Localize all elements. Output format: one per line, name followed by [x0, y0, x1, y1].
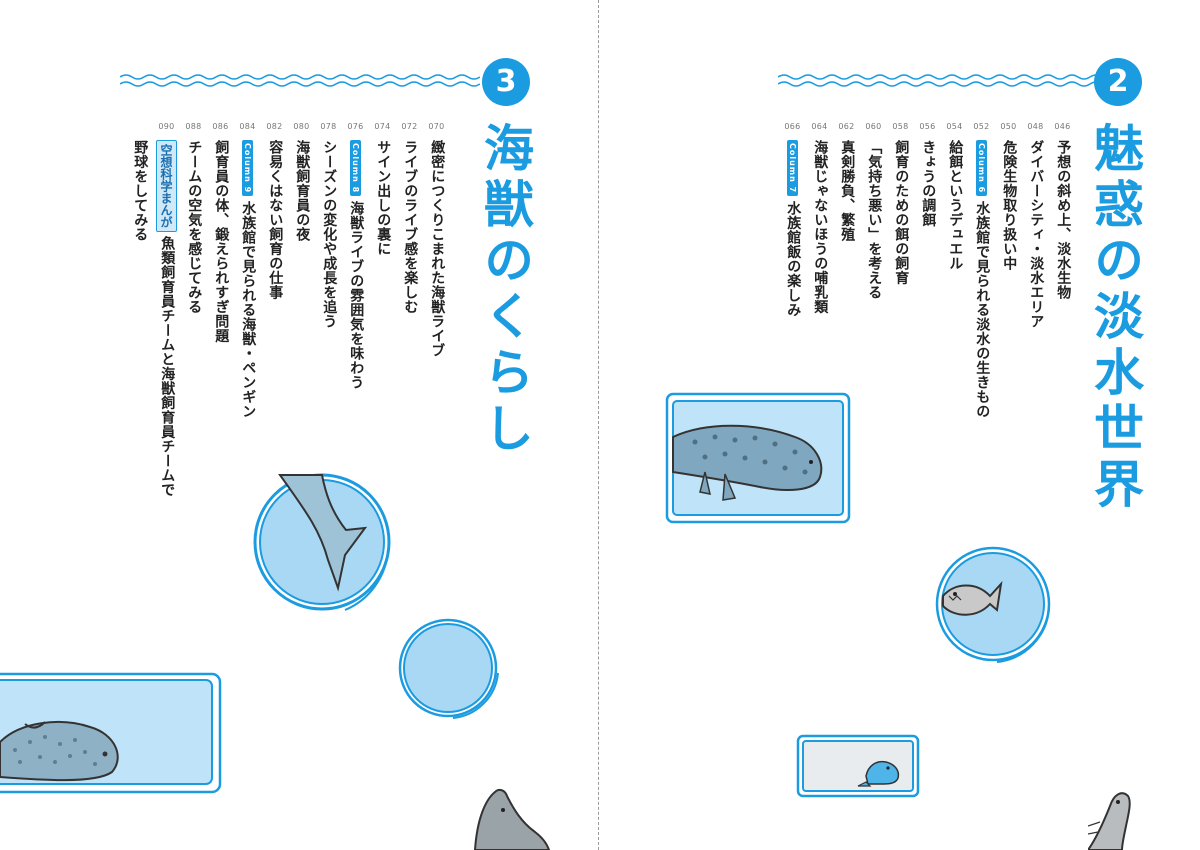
toc-page-number: 076: [347, 122, 364, 131]
toc-entry: 074 サイン出しの裏に: [369, 122, 396, 497]
toc-entry-title: 海獣ライブの雰囲気を味わう: [348, 201, 365, 390]
toc-entry-title: 海獣じゃないほうの哺乳類: [812, 140, 829, 314]
toc-entry-title: 飼育員の体、鍛えられすぎ問題: [213, 140, 230, 343]
empty-bubble-illustration: [398, 618, 504, 728]
toc-page-number: 066: [784, 122, 801, 131]
chapter-title: 海獣のくらし: [476, 122, 534, 458]
toc-entry: 072 ライブのライブ感を楽しむ: [396, 122, 423, 497]
toc-entry: 野球をしてみる: [126, 122, 153, 497]
toc-page-number: 056: [919, 122, 936, 131]
toc-entry: 056 きょうの調餌: [914, 122, 941, 419]
toc-entry-title: 真剣勝負、繁殖: [839, 140, 856, 242]
toc-entry-title: シーズンの変化や成長を追う: [321, 140, 338, 329]
column-tag: Column 6: [976, 140, 987, 197]
toc-entry: 050 危険生物取り扱い中: [995, 122, 1022, 419]
toc-entry-title: 「気持ち悪い」を考える: [866, 140, 883, 300]
toc-entry-title: サイン出しの裏に: [375, 140, 392, 256]
toc-page-number: 054: [946, 122, 963, 131]
table-of-contents: 046 予想の斜め上、淡水生物 048 ダイバーシティ・淡水エリア 050 危険生物取り扱…: [779, 122, 1076, 419]
toc-page-number: 062: [838, 122, 855, 131]
seal-in-tank-illustration: [0, 672, 230, 802]
toc-page-number: 060: [865, 122, 882, 131]
column-tag: Column 8: [350, 140, 361, 197]
toc-entry-title: きょうの調餌: [920, 140, 937, 227]
eel-illustration: [1086, 786, 1198, 850]
column-tag: Column 9: [242, 140, 253, 197]
toc-entry: 070 緻密につくりこまれた海獣ライブ: [423, 122, 450, 497]
toc-entry-title: 給餌というデュエル: [947, 140, 964, 271]
toc-entry: 090 空想科学まんが魚類飼育員チームと海獣飼育員チームで: [153, 122, 180, 497]
toc-page-number: 080: [293, 122, 310, 131]
toc-page-number: 050: [1000, 122, 1017, 131]
salamander-tank-illustration: [665, 392, 851, 528]
dolphin-head-illustration: [465, 780, 565, 850]
toc-entry: 046 予想の斜め上、淡水生物: [1049, 122, 1076, 419]
toc-entry-title: 飼育のための餌の飼育: [893, 140, 910, 285]
toc-entry: 062 真剣勝負、繁殖: [833, 122, 860, 419]
toc-entry-title: 野球をしてみる: [132, 140, 149, 242]
fish-bubble-illustration: [935, 546, 1057, 672]
toc-page-number: 048: [1027, 122, 1044, 131]
toc-page-number: 064: [811, 122, 828, 131]
toc-entry-title: 予想の斜め上、淡水生物: [1055, 140, 1072, 300]
wave-rule: [120, 72, 480, 90]
toc-page-number: 078: [320, 122, 337, 131]
toc-page-number: 058: [892, 122, 909, 131]
toc-entry-title: ダイバーシティ・淡水エリア: [1028, 140, 1045, 329]
toc-page-number: 052: [973, 122, 990, 131]
frog-tank-illustration: [796, 734, 920, 802]
toc-entry: 060 「気持ち悪い」を考える: [860, 122, 887, 419]
column-tag: Column 7: [787, 140, 798, 197]
toc-entry: 082 容易くはない飼育の仕事: [261, 122, 288, 497]
toc-entry-title: 容易くはない飼育の仕事: [267, 140, 284, 300]
wave-rule: [778, 72, 1098, 90]
toc-page-number: 090: [158, 122, 175, 131]
toc-entry: 058 飼育のための餌の飼育: [887, 122, 914, 419]
toc-entry-title: 水族館で見られる海獣・ペンギン: [240, 201, 257, 419]
page-fold-line: [598, 0, 599, 850]
toc-entry: 088 チームの空気を感じてみる: [180, 122, 207, 497]
toc-entry-title: チームの空気を感じてみる: [186, 140, 203, 314]
dolphin-tail-bubble-illustration: [250, 470, 400, 624]
chapter-title: 魅惑の淡水世界: [1086, 122, 1144, 514]
toc-page-number: 072: [401, 122, 418, 131]
toc-page-number: 074: [374, 122, 391, 131]
toc-entry-title: 危険生物取り扱い中: [1001, 140, 1018, 271]
toc-page-number: 084: [239, 122, 256, 131]
toc-page-number: 070: [428, 122, 445, 131]
chapter-number-badge: 3: [482, 58, 530, 106]
toc-entry-title: 緻密につくりこまれた海獣ライブ: [429, 140, 446, 358]
toc-page-number: 088: [185, 122, 202, 131]
toc-entry-title: 海獣飼育員の夜: [294, 140, 311, 242]
toc-page-number: 082: [266, 122, 283, 131]
manga-tag: 空想科学まんが: [156, 140, 177, 232]
chapter-number-badge: 2: [1094, 58, 1142, 106]
table-of-contents: 070 緻密につくりこまれた海獣ライブ 072 ライブのライブ感を楽しむ 074 サイン出…: [126, 122, 450, 497]
toc-entry: 048 ダイバーシティ・淡水エリア: [1022, 122, 1049, 419]
toc-entry: 078 シーズンの変化や成長を追う: [315, 122, 342, 497]
toc-entry: 086 飼育員の体、鍛えられすぎ問題: [207, 122, 234, 497]
toc-page-number: 086: [212, 122, 229, 131]
toc-entry: 064 海獣じゃないほうの哺乳類: [806, 122, 833, 419]
toc-entry: 054 給餌というデュエル: [941, 122, 968, 419]
toc-page-number: 046: [1054, 122, 1071, 131]
toc-entry-title: ライブのライブ感を楽しむ: [402, 140, 419, 314]
toc-entry-title: 水族館で見られる淡水の生きもの: [974, 201, 991, 419]
toc-entry-title: 魚類飼育員チームと海獣飼育員チームで: [159, 236, 176, 497]
toc-entry-title: 水族館飯の楽しみ: [785, 201, 802, 318]
toc-entry: 080 海獣飼育員の夜: [288, 122, 315, 497]
